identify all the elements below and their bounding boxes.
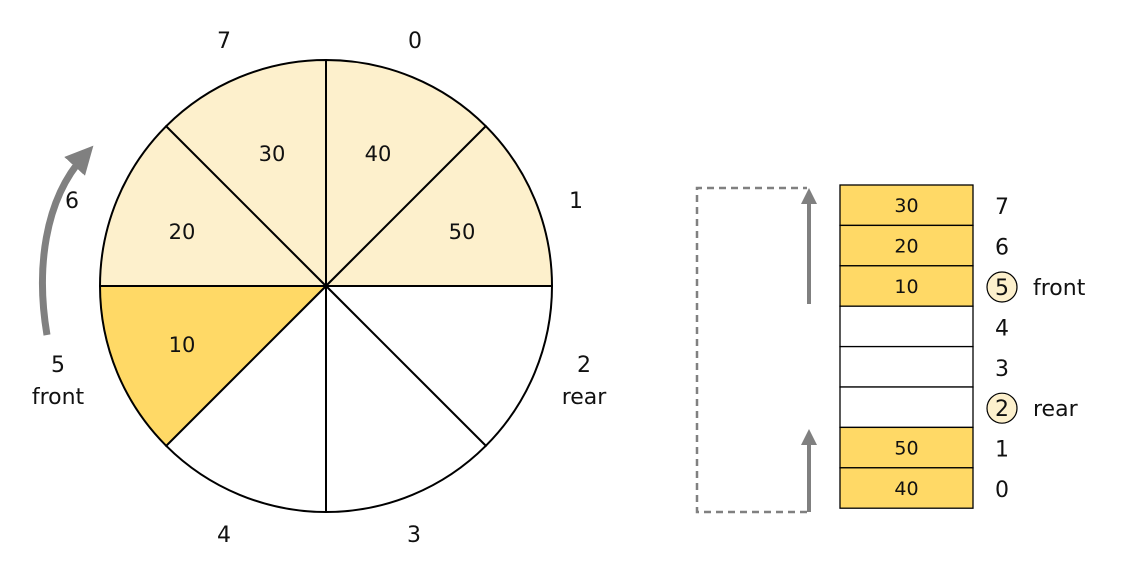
table-row-5 bbox=[839, 265, 974, 307]
circular-buffer: 40 50 10 20 30 bbox=[98, 58, 554, 514]
circle-index-4: 4 bbox=[217, 523, 231, 548]
index-highlight-circle-5 bbox=[986, 271, 1018, 303]
table-index-0: 0 bbox=[995, 478, 1009, 503]
circle-sector-7 bbox=[164, 58, 327, 289]
circle-sector-4 bbox=[164, 283, 327, 514]
circle-sector-0 bbox=[325, 58, 488, 289]
table-row-0 bbox=[839, 467, 974, 509]
circle-index-6: 6 bbox=[65, 189, 79, 214]
circle-sector-value-1: 50 bbox=[449, 220, 476, 244]
circle-index-3: 3 bbox=[407, 523, 421, 548]
table-index-5: 5 bbox=[995, 276, 1009, 301]
table-row-6 bbox=[839, 224, 974, 267]
table-row-7 bbox=[839, 184, 974, 227]
circle-sector-5 bbox=[98, 285, 329, 448]
circle-index-5: 5 bbox=[51, 353, 65, 378]
circle-sector-value-6: 20 bbox=[169, 220, 196, 244]
circle-sector-value-7: 30 bbox=[259, 142, 286, 166]
table-row-1 bbox=[839, 426, 974, 469]
table-index-3: 3 bbox=[995, 357, 1009, 382]
wraparound-dashed-path bbox=[695, 186, 807, 514]
table-cell-value-6: 20 bbox=[894, 236, 918, 258]
circle-index-0: 0 bbox=[408, 29, 422, 54]
circle-front-label: front bbox=[32, 385, 85, 410]
circle-rear-label: rear bbox=[562, 385, 608, 410]
circle-sector-6 bbox=[98, 124, 329, 287]
circle-index-7: 7 bbox=[217, 29, 231, 54]
circle-index-2: 2 bbox=[577, 353, 591, 378]
table-index-7: 7 bbox=[995, 195, 1009, 220]
circle-sector-3 bbox=[325, 283, 488, 514]
table-cell-value-7: 30 bbox=[894, 195, 918, 217]
circle-index-1: 1 bbox=[569, 189, 583, 214]
table-index-2: 2 bbox=[995, 397, 1009, 422]
table-row-4 bbox=[839, 305, 974, 348]
table-tag-rear: rear bbox=[1033, 397, 1079, 422]
circle-sector-value-0: 40 bbox=[365, 142, 392, 166]
table-cell-value-0: 40 bbox=[894, 478, 918, 500]
circle-sector-1 bbox=[323, 124, 554, 287]
index-highlight-circle-2 bbox=[986, 392, 1018, 424]
array-table: 30 7 20 6 10 front 5 4 3 rear 2 50 1 40 0 bbox=[839, 184, 1086, 509]
table-index-6: 6 bbox=[995, 236, 1009, 261]
table-row-2 bbox=[839, 386, 974, 429]
circle-sector-value-5: 10 bbox=[169, 333, 196, 357]
table-cell-value-5: 10 bbox=[894, 276, 918, 298]
table-index-1: 1 bbox=[995, 438, 1009, 463]
rotation-arrow-icon bbox=[39, 145, 94, 336]
circle-index-labels: 0 1 2 rear 3 4 5 front 6 7 bbox=[32, 29, 607, 548]
table-tag-front: front bbox=[1033, 276, 1086, 301]
table-cell-value-1: 50 bbox=[894, 438, 918, 460]
table-row-3 bbox=[839, 345, 974, 388]
table-index-4: 4 bbox=[995, 316, 1009, 341]
circle-sector-2 bbox=[323, 285, 554, 448]
